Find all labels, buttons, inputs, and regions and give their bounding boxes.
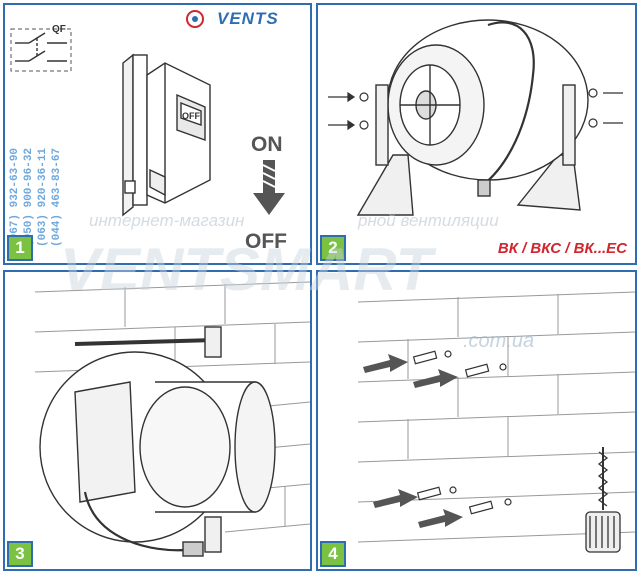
down-arrow-icon bbox=[253, 160, 285, 215]
watermark-text: интернет-магазин bbox=[89, 211, 245, 230]
circuit-breaker-symbol bbox=[15, 32, 67, 62]
step-badge-1: 1 bbox=[7, 235, 33, 261]
vents-logo: VENTS bbox=[177, 9, 310, 29]
watermark-text: рной вентиляции bbox=[358, 211, 499, 230]
power-cable bbox=[482, 21, 535, 186]
on-label: ON bbox=[251, 133, 283, 156]
step-badge-2: 2 bbox=[320, 235, 346, 261]
watermark-logo: VENTSMART bbox=[60, 236, 433, 303]
breaker-body bbox=[122, 53, 211, 217]
phone-number: (044) 463-83-67 bbox=[51, 147, 63, 247]
breaker-illustration bbox=[10, 28, 285, 217]
panel-2-fan-mounting: рной вентиляции ВК / ВКС / ВК...ЕС 2 bbox=[316, 3, 637, 265]
installed-fan-illustration bbox=[34, 281, 310, 557]
power-cable bbox=[83, 491, 186, 552]
phone-number: (050) 900-96-32 bbox=[23, 147, 35, 247]
breaker-label: QF bbox=[52, 24, 66, 35]
watermark-url: .com.ua bbox=[463, 330, 535, 352]
panel-3-wall-installed: 3 bbox=[3, 270, 312, 571]
brand-name: VENTS bbox=[217, 9, 279, 28]
switch-off-text: OFF bbox=[182, 111, 200, 121]
drill-icon bbox=[585, 447, 621, 553]
panel-1-power-off: VENTS QF OFF ON OFF (067) 932-63-90 (050… bbox=[3, 3, 312, 265]
terminal-box bbox=[74, 381, 136, 503]
off-label: OFF bbox=[245, 230, 287, 253]
wall-anchors bbox=[412, 350, 512, 515]
left-bracket bbox=[356, 154, 414, 216]
phone-list: (067) 932-63-90 (050) 900-96-32 (063) 92… bbox=[9, 97, 79, 247]
anchor-drilling-illustration bbox=[357, 291, 635, 553]
screw-icons bbox=[328, 88, 623, 131]
phone-number: (067) 932-63-90 bbox=[9, 147, 21, 247]
phone-number: (063) 920-36-11 bbox=[37, 147, 49, 247]
step-badge-4: 4 bbox=[320, 541, 346, 567]
panel-4-wall-anchors: .com.ua 4 bbox=[316, 270, 637, 571]
vents-fan-logo-icon bbox=[186, 10, 204, 28]
fan-bracket-illustration bbox=[328, 19, 623, 216]
model-labels: ВК / ВКС / ВК...ЕС bbox=[497, 240, 627, 257]
step-badge-3: 3 bbox=[7, 541, 33, 567]
arrow-icons bbox=[363, 354, 463, 528]
